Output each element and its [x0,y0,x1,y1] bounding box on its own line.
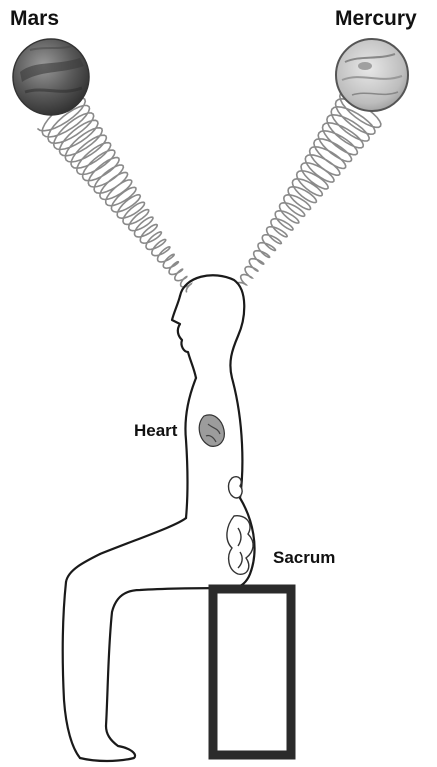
kidney-icon [229,477,243,498]
mars-planet-icon [13,39,89,115]
spiral-coil [237,93,381,284]
mars-label: Mars [10,8,59,29]
mars-energy-spiral [37,98,191,292]
sacrum-icon [227,516,253,575]
sacrum-label: Sacrum [273,549,335,566]
heart-icon [199,415,224,446]
meditation-seat [213,589,291,755]
mercury-energy-spiral [237,93,381,284]
mercury-planet-icon [336,39,408,111]
heart-label: Heart [134,422,177,439]
spiral-coil [37,98,191,292]
mercury-label: Mercury [335,8,417,29]
seated-human-outline [63,275,255,761]
